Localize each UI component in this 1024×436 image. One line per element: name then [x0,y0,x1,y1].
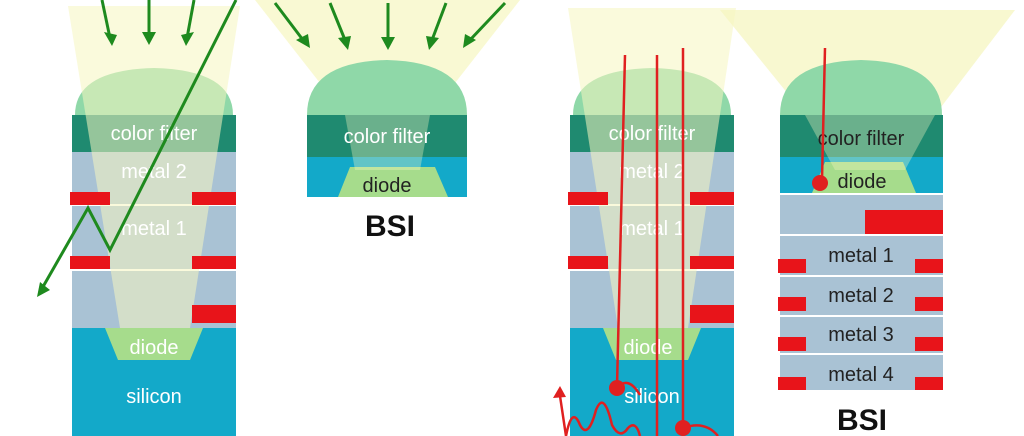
label-diode: diode [624,337,673,359]
metal-wire [192,305,236,323]
label-metal-3: metal 3 [828,324,894,346]
label-bsi: BSI [365,210,415,243]
light-cone-inner [345,115,430,170]
label-metal-1: metal 1 [121,218,187,240]
label-diode: diode [363,175,412,197]
label-diode: diode [130,337,179,359]
arrow-head [463,34,476,48]
metal-wire [915,377,943,390]
metal-wire [568,192,608,205]
arrow-head [381,37,395,50]
metal-wire [70,256,110,269]
arrow-head [338,36,351,50]
metal-wire [778,337,806,351]
label-silicon: silicon [126,386,182,408]
metal-wire [690,192,734,205]
bsi-pixel-panel-2: color filter diode metal 1 metal 2 metal… [720,10,1015,436]
metal-wire [192,192,236,205]
fsi-pixel-panel-1: color filter metal 2 metal 1 diode silic… [37,0,240,436]
microlens [307,60,467,115]
label-metal-1: metal 1 [828,245,894,267]
label-metal-2: metal 2 [619,161,685,183]
label-color-filter: color filter [609,123,696,145]
metal-wire [192,256,236,269]
bsi-pixel-panel-1: color filter diode BSI [255,0,520,243]
label-color-filter: color filter [111,123,198,145]
metal-wire [568,256,608,269]
label-metal-4: metal 4 [828,364,894,386]
metal-wire [778,297,806,311]
label-bsi: BSI [837,404,887,436]
diode-region [338,167,448,197]
arrow-head [426,36,439,50]
arrow-head [104,32,117,46]
metal-wire [778,377,806,390]
label-diode: diode [838,171,887,193]
metal-wire [690,305,734,323]
metal-wire [865,210,943,234]
metal-wire [70,192,110,205]
label-silicon: silicon [624,386,680,408]
light-cone [568,8,736,328]
arrow-head [181,32,194,46]
metal-wire [915,297,943,311]
fsi-pixel-panel-2: color filter metal 2 metal 1 diode silic… [553,8,736,436]
metal-wire [915,337,943,351]
arrow-head [553,386,566,398]
diode-region [105,328,203,360]
label-color-filter: color filter [344,126,431,148]
label-metal-2: metal 2 [828,285,894,307]
arrow-head [37,282,50,297]
color-filter-layer [307,115,467,157]
arrow-head [142,32,156,45]
diode-region [812,162,916,193]
absorption-point [609,380,625,396]
label-metal-1: metal 1 [619,218,685,240]
diode-region [603,328,701,360]
label-color-filter: color filter [818,128,905,150]
color-filter-layer [780,115,943,157]
absorption-point [675,420,691,436]
light-ray [820,47,827,181]
light-cone [255,0,520,115]
metal-wire [915,259,943,273]
microlens [780,60,942,115]
absorption-point [812,175,828,191]
metal-wire [690,256,734,269]
light-cone-inner [805,115,935,170]
metal-wire [778,259,806,273]
label-metal-2: metal 2 [121,161,187,183]
arrow-head [296,34,310,48]
